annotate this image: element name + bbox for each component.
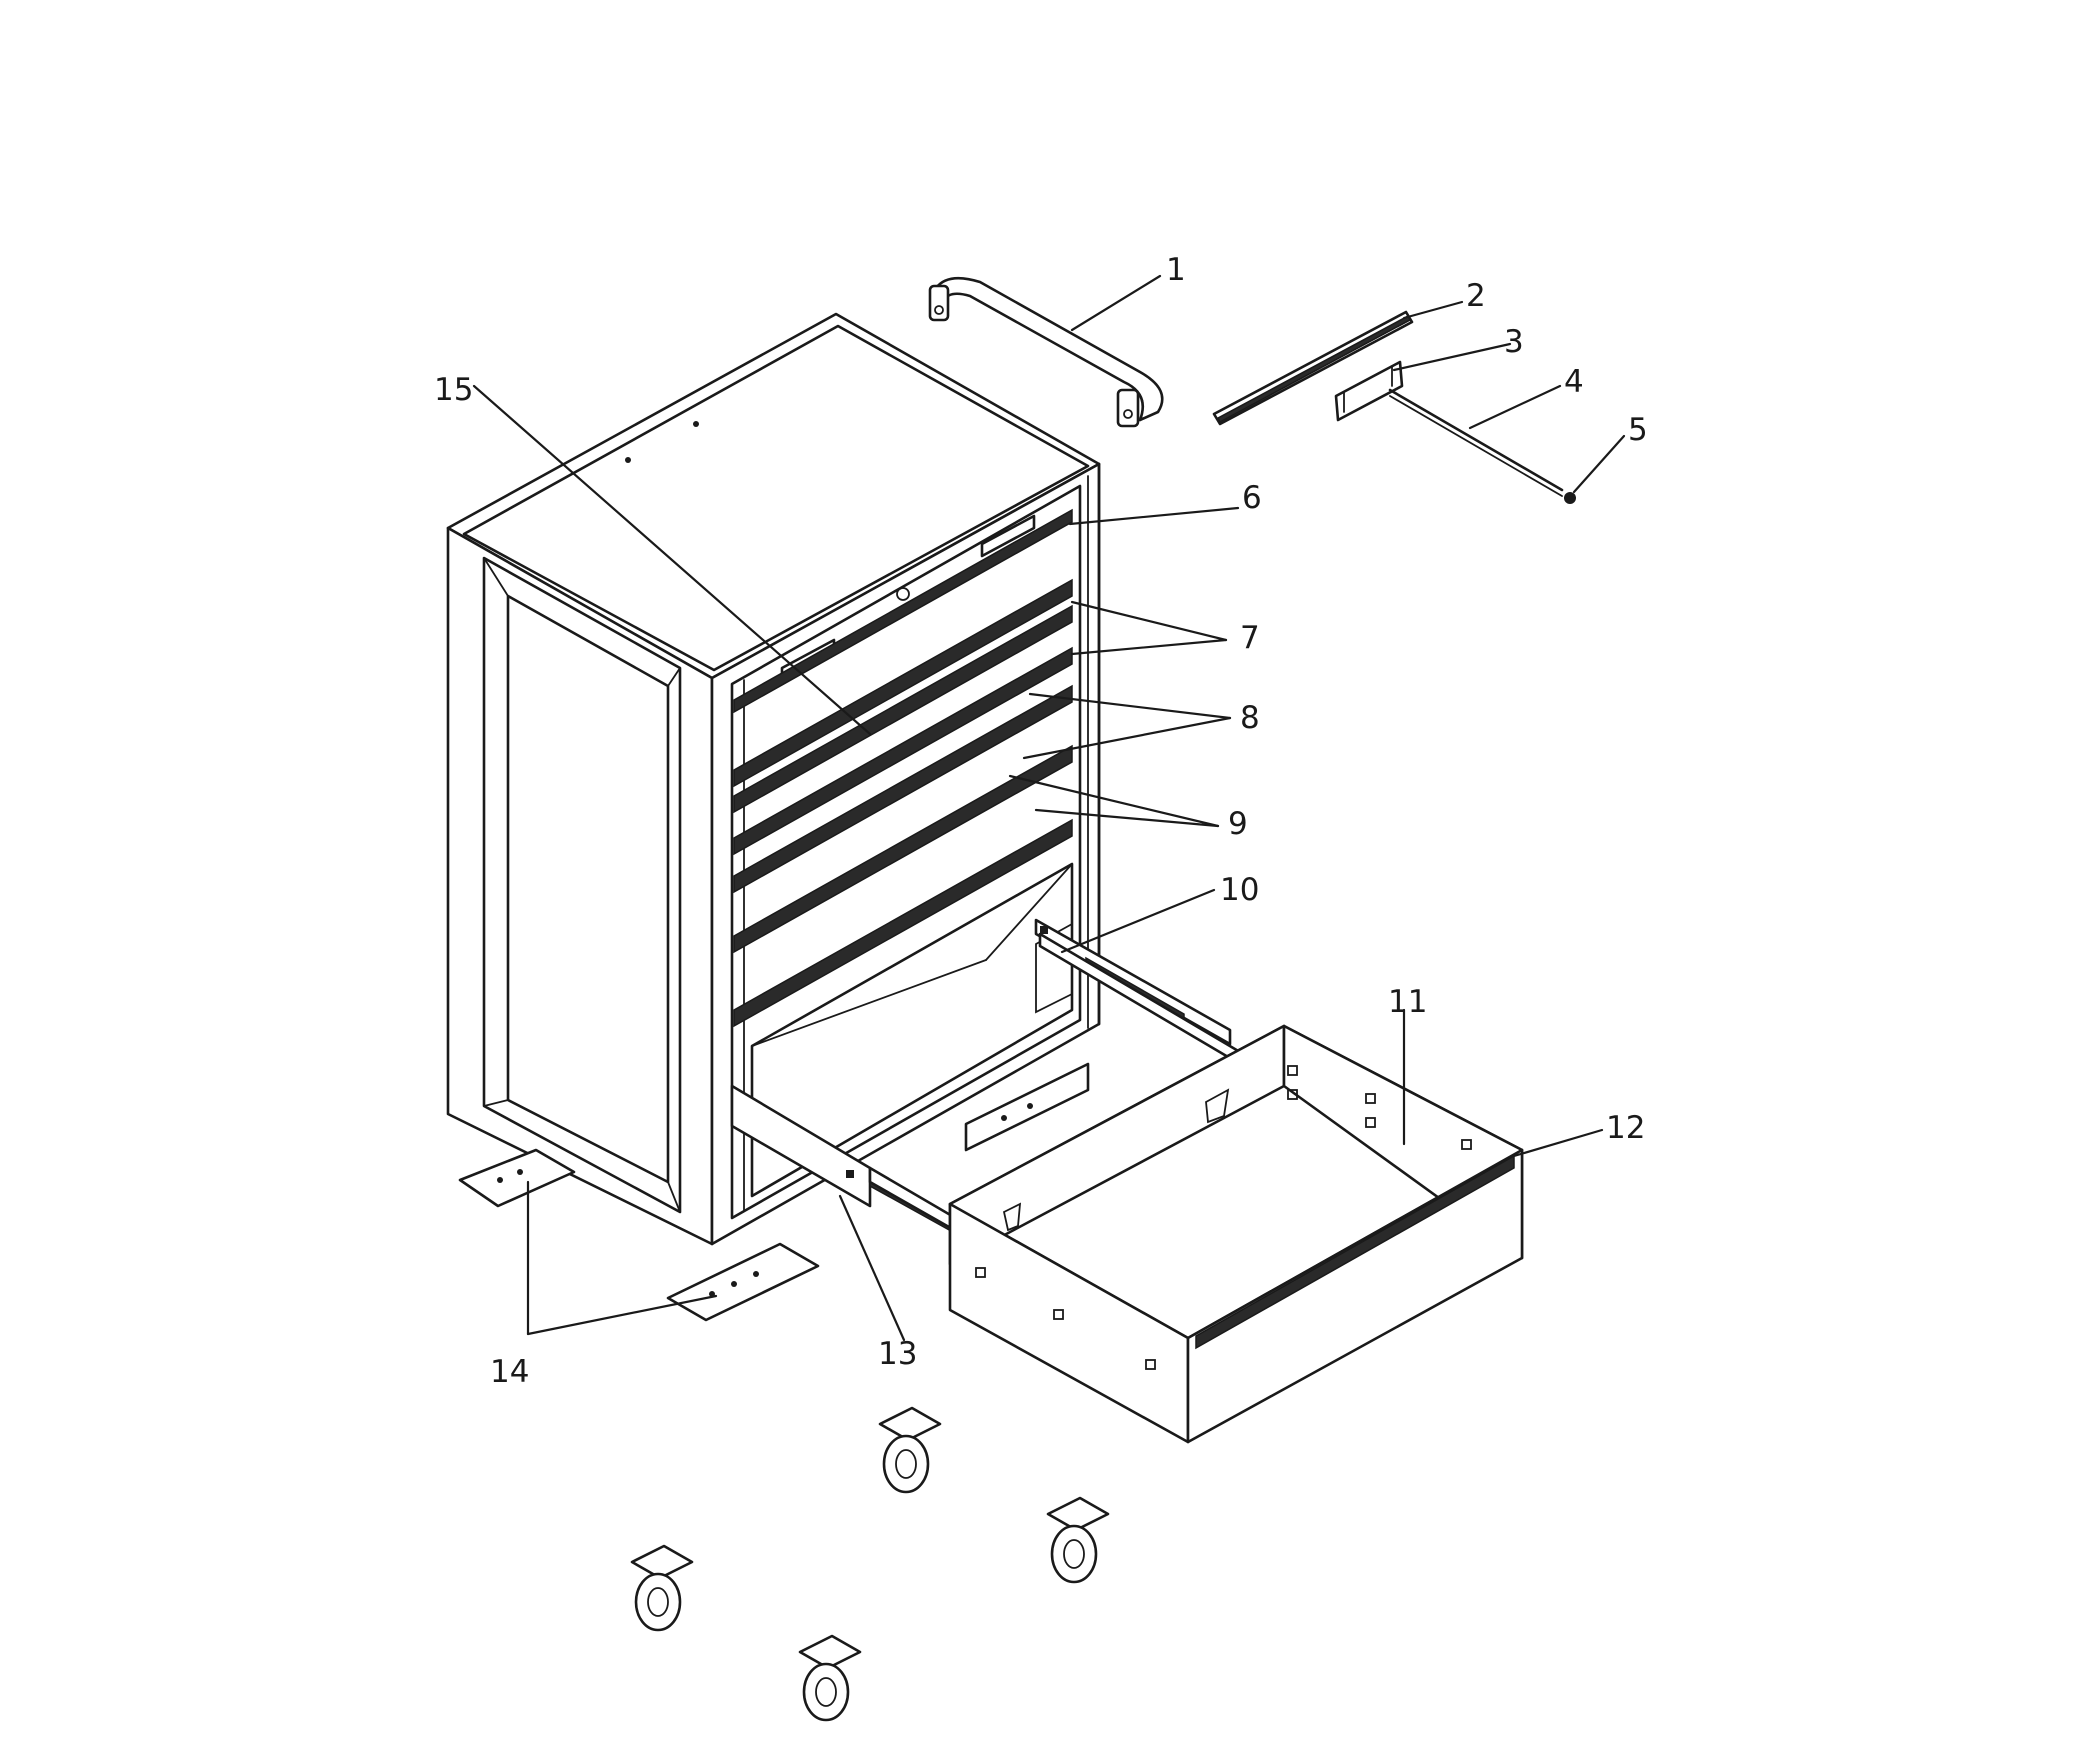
callout-11: 11 [1388,984,1427,1020]
callout-4: 4 [1564,364,1584,400]
callout-7: 7 [1240,620,1260,656]
caster-wheels [630,1406,1110,1722]
callout-12: 12 [1606,1110,1645,1146]
callout-6: 6 [1242,480,1262,516]
caster-2 [1046,1496,1110,1584]
callout-14: 14 [490,1354,529,1390]
handle-part [928,276,1164,428]
callout-8: 8 [1240,700,1260,736]
leader-lines [472,274,1626,1342]
callout-5: 5 [1628,412,1648,448]
caster-4 [798,1634,862,1722]
callout-10: 10 [1220,872,1259,908]
callout-15: 15 [434,372,473,408]
base-plates [458,1062,1090,1322]
callout-labels: 1 2 3 4 5 6 7 8 9 10 11 12 13 14 15 [434,252,1648,1390]
callout-3: 3 [1504,324,1524,360]
open-drawer [948,1024,1524,1444]
callout-1: 1 [1166,252,1186,288]
callout-9: 9 [1228,806,1248,842]
caster-1 [878,1406,942,1494]
callout-13: 13 [878,1336,917,1372]
callout-2: 2 [1466,278,1486,314]
drawer-stack [733,508,1074,1198]
caster-3 [630,1544,694,1632]
lock-parts [1212,310,1576,504]
